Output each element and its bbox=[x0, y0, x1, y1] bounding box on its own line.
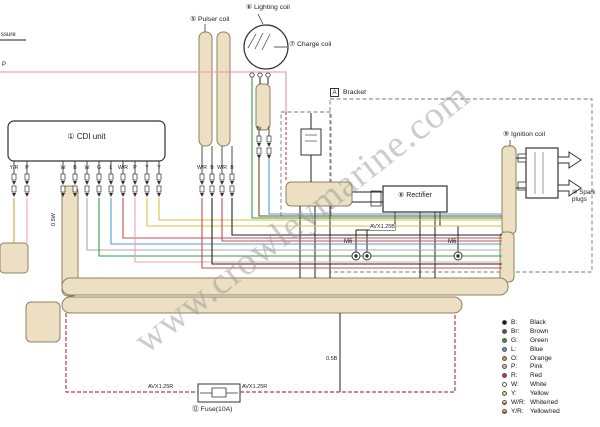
legend-code: B: bbox=[511, 318, 518, 326]
wire-gauge-05b-label: 0.5B bbox=[326, 356, 338, 363]
legend-color-dot bbox=[502, 399, 507, 405]
harness-and-coil-bodies bbox=[0, 31, 517, 343]
legend-item: Y: Yellow bbox=[502, 389, 560, 398]
legend-color-dot bbox=[502, 319, 507, 325]
pulser-wire-label: B bbox=[230, 165, 234, 171]
bracket-a-badge: A bbox=[330, 88, 339, 97]
cdi-wire-label: W bbox=[60, 165, 66, 171]
legend-item: O: Orange bbox=[502, 354, 560, 363]
charge-coil-label: ⑦ Charge coil bbox=[289, 41, 332, 48]
legend-item: G: Green bbox=[502, 336, 560, 345]
legend-name: Pink bbox=[530, 363, 543, 371]
legend-color-dot bbox=[502, 337, 507, 343]
legend-code: W/R: bbox=[511, 398, 526, 406]
legend-color-dot bbox=[502, 373, 507, 379]
legend-color-dot bbox=[502, 408, 507, 414]
legend-item: R: Red bbox=[502, 371, 560, 380]
component-boxes bbox=[7, 24, 559, 403]
legend-item: Br: Brown bbox=[502, 327, 560, 336]
lighting-coil-label: ⑥ Lighting coil bbox=[246, 4, 290, 11]
legend-code: G: bbox=[511, 336, 518, 344]
avx-125r-right-label: AVX1.25R bbox=[242, 384, 268, 391]
legend-name: Brown bbox=[530, 327, 549, 335]
wire-gauge-05w-label: 0.5W bbox=[51, 213, 57, 226]
spark-plug-arrows bbox=[557, 151, 582, 197]
cdi-wire-label: Y bbox=[145, 165, 149, 171]
legend-code: P: bbox=[511, 363, 518, 371]
legend-item: W/R: White/red bbox=[502, 398, 560, 407]
pulser-wire-label: W/R bbox=[197, 165, 207, 171]
pulser-coil-label: ⑤ Pulser coil bbox=[190, 16, 230, 23]
cdi-wire-label: W bbox=[84, 165, 90, 171]
legend-color-dot bbox=[502, 346, 507, 352]
legend-name: Yellow/red bbox=[530, 407, 560, 415]
legend-color-dot bbox=[502, 364, 507, 370]
legend-code: O: bbox=[511, 354, 518, 362]
legend-item: W: White bbox=[502, 380, 560, 389]
wire-color-legend: B: Black Br: Brown G: Green L: Blue O: O… bbox=[502, 318, 560, 416]
legend-color-dot bbox=[502, 355, 507, 361]
legend-code: R: bbox=[511, 372, 518, 380]
bracket-label: Bracket bbox=[343, 89, 367, 96]
legend-code: Br: bbox=[511, 327, 520, 335]
rectifier-label: ⑧ Rectifier bbox=[398, 192, 432, 199]
legend-name: Black bbox=[530, 318, 546, 326]
legend-name: Blue bbox=[530, 345, 544, 353]
cdi-wire-label: P bbox=[133, 165, 137, 171]
cdi-wire-label: Y bbox=[157, 165, 161, 171]
legend-color-dot bbox=[502, 382, 507, 388]
legend-code: Y: bbox=[511, 390, 517, 398]
legend-item: Y/R: Yellow/red bbox=[502, 407, 560, 416]
cdi-wire-label: G bbox=[96, 165, 102, 171]
legend-item: B: Black bbox=[502, 318, 560, 327]
legend-item: P: Pink bbox=[502, 362, 560, 371]
avx-125b-label: AVX1.25B bbox=[370, 224, 395, 231]
fuse-label: ⑫ Fuse(10A) bbox=[192, 406, 233, 413]
legend-name: Green bbox=[530, 336, 549, 344]
avx-125r-left-label: AVX1.25R bbox=[148, 384, 174, 391]
pulser-wire-label: B bbox=[210, 165, 214, 171]
legend-name: White/red bbox=[530, 398, 558, 406]
legend-item: L: Blue bbox=[502, 345, 560, 354]
m6-left-label: M6 bbox=[344, 239, 353, 245]
ground-terminals bbox=[351, 251, 463, 261]
charge-wire-label: L bbox=[267, 126, 271, 132]
cdi-left-wire-label: P bbox=[25, 165, 29, 171]
component-details bbox=[200, 32, 544, 398]
cdi-wire-label: W/R bbox=[117, 165, 129, 171]
legend-color-dot bbox=[502, 391, 507, 397]
legend-code: Y/R: bbox=[511, 407, 524, 415]
legend-name: Orange bbox=[530, 354, 552, 362]
ignition-coil-label: ⑨ Ignition coil bbox=[503, 131, 545, 138]
pressure-partial-label: ssure bbox=[1, 32, 16, 38]
pulser-wire-label: W/R bbox=[217, 165, 227, 171]
cdi-unit-label: ① CDI unit bbox=[67, 132, 106, 141]
black-wires bbox=[0, 13, 526, 392]
legend-name: Yellow bbox=[530, 390, 549, 398]
legend-color-dot bbox=[502, 328, 507, 334]
cdi-left-wire-label: Y/R bbox=[9, 165, 19, 171]
cdi-wire-label: B bbox=[73, 165, 77, 171]
m6-right-label: M6 bbox=[448, 239, 457, 245]
legend-name: Red bbox=[530, 372, 542, 380]
lighting-coil-pins bbox=[249, 72, 271, 78]
legend-code: W: bbox=[511, 381, 519, 389]
charge-wire-label: Br bbox=[256, 126, 262, 132]
spark-plugs-label: ⑩ Spark plugs bbox=[572, 189, 596, 203]
cdi-wire-label: L bbox=[109, 165, 113, 171]
pink-wire-label: P bbox=[2, 62, 7, 68]
legend-code: L: bbox=[511, 345, 517, 353]
legend-name: White bbox=[530, 381, 547, 389]
